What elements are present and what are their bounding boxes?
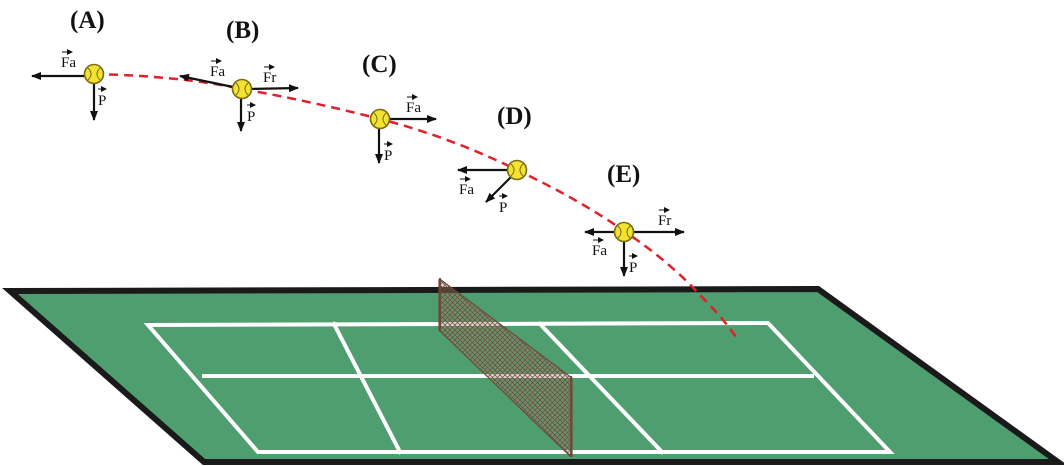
position-label: (E) [607, 161, 640, 188]
tennis-ball-icon [506, 159, 528, 181]
force-label-fa: Fa [592, 237, 607, 259]
tennis-ball-icon [369, 108, 391, 130]
ball-seam [373, 112, 387, 126]
ball-seam [87, 67, 101, 81]
force-label-fa: Fa [61, 49, 76, 71]
position-label: (C) [362, 51, 397, 78]
position-label: (D) [497, 103, 532, 130]
position-label: (A) [70, 7, 105, 34]
force-arrow-fa [179, 73, 239, 90]
force-label-text: P [98, 93, 106, 109]
force-label-text: P [499, 200, 507, 216]
force-label-text: Fa [210, 64, 225, 80]
force-label-p: P [384, 141, 393, 164]
tennis-net [438, 278, 573, 457]
force-arrow-fr [245, 84, 299, 93]
position-label: (B) [226, 17, 259, 44]
ball-seam [510, 163, 524, 177]
tennis-ball-icon [83, 63, 105, 85]
force-label-fr: Fr [263, 64, 276, 86]
force-arrow-p [485, 175, 513, 203]
force-label-text: Fa [406, 100, 421, 116]
position-c: (C) Fa P [362, 51, 437, 164]
position-a: (A) Fa P [31, 7, 107, 121]
force-label-fa: Fa [406, 94, 421, 116]
service-line-right [537, 321, 665, 455]
force-label-text: Fa [459, 182, 474, 198]
force-label-fr: Fr [658, 207, 671, 229]
force-label-p: P [98, 86, 107, 109]
court-outer-line [143, 320, 895, 454]
tennis-ball-icon [231, 78, 253, 100]
force-label-p: P [629, 253, 638, 276]
force-label-text: Fr [658, 213, 671, 229]
position-d: (D) Fa P [457, 103, 532, 216]
force-label-p: P [247, 102, 256, 125]
ball-seam [617, 225, 631, 239]
force-label-text: Fa [592, 243, 607, 259]
service-line-left [331, 321, 403, 455]
force-label-text: Fa [61, 55, 76, 71]
force-label-p: P [499, 193, 508, 216]
force-label-text: Fr [263, 70, 276, 86]
ball-seam [235, 82, 249, 96]
force-label-fa: Fa [210, 58, 225, 80]
tennis-ball-icon [613, 221, 635, 243]
force-label-text: P [247, 109, 255, 125]
force-label-text: P [629, 260, 637, 276]
position-e: (E) Fa Fr P [584, 161, 685, 277]
force-label-text: P [384, 148, 392, 164]
force-label-fa: Fa [459, 176, 474, 198]
position-b: (B) Fa Fr P [179, 17, 299, 132]
